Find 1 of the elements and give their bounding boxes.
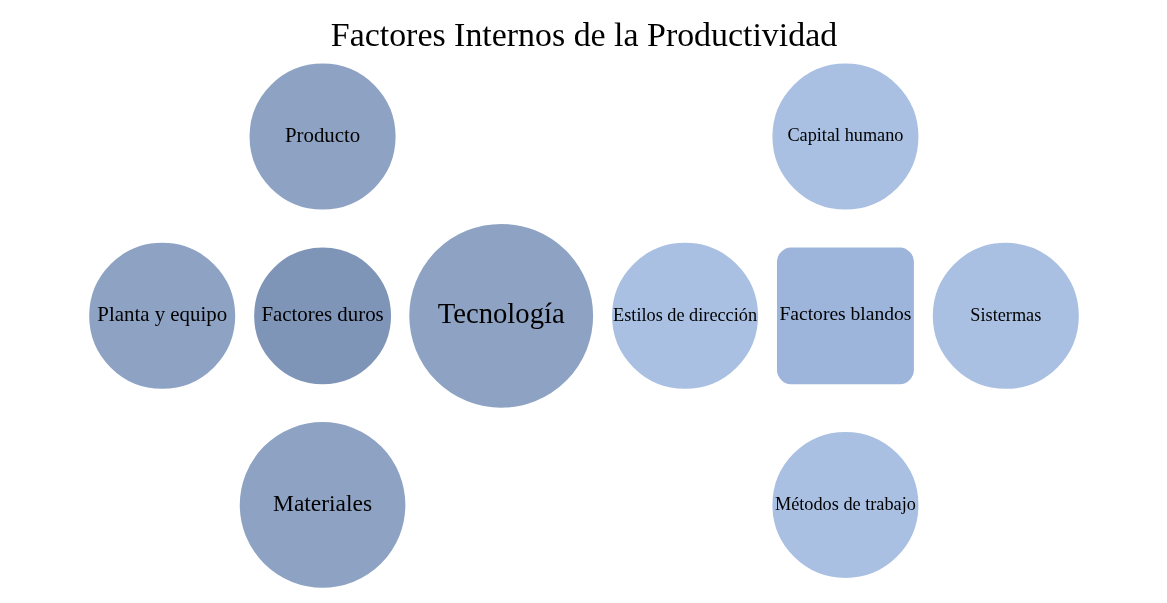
diagram-title: Factores Internos de la Productividad bbox=[330, 15, 837, 53]
